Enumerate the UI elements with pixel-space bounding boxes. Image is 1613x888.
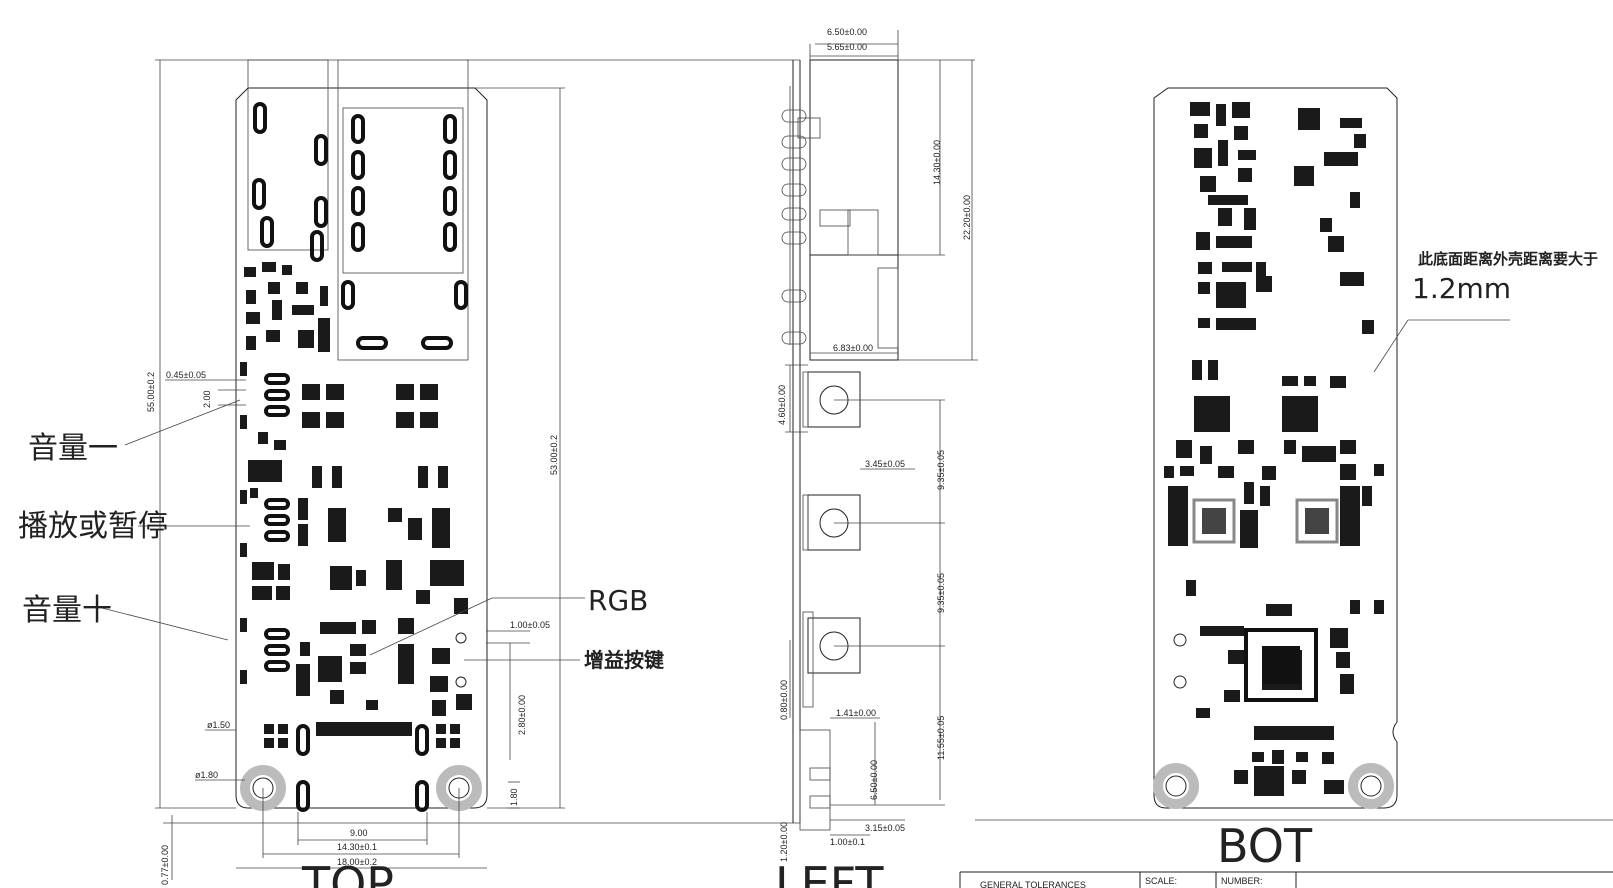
dim-left-3-15: 3.15±0.05 — [865, 823, 905, 833]
dim-1-00: 1.00±0.05 — [510, 620, 550, 630]
dim-0-45: 0.45±0.05 — [166, 370, 206, 380]
title-block-tolerances: GENERAL TOLERANCES — [980, 880, 1086, 888]
top-view: 0.45±0.05 2.00 55.00±0.2 53.00±0.2 1.00±… — [18, 59, 800, 888]
dim-0-77: 0.77±0.00 — [160, 845, 170, 885]
label-bottom-note: 此底面距离外壳距离要大于 — [1418, 250, 1598, 268]
dim-55-00: 55.00±0.2 — [146, 372, 156, 412]
dim-9-00: 9.00 — [350, 828, 368, 838]
dim-left-11-55: 11.55±0.05 — [936, 716, 946, 760]
dim-phi-1-80: ø1.80 — [195, 770, 218, 780]
top-view-title: TOP — [301, 857, 394, 888]
bot-component-pads — [1164, 102, 1384, 796]
top-dimension-lines — [155, 59, 800, 880]
title-block: GENERAL TOLERANCES SCALE: NUMBER: — [959, 819, 1613, 888]
dim-phi-1-50: ø1.50 — [207, 720, 230, 730]
bot-mount-hole-left — [1153, 763, 1199, 809]
dim-left-6-50-b: 6.50±0.00 — [869, 760, 879, 800]
top-oval-holes — [252, 102, 468, 812]
top-jack-inner — [342, 107, 464, 274]
dim-18-00: 18.00±0.2 — [337, 857, 377, 867]
left-pins — [781, 86, 807, 345]
dim-left-1-20: 1.20±0.00 — [779, 822, 789, 862]
dim-left-4-60: 4.60±0.00 — [777, 385, 787, 425]
left-view: 6.50±0.00 5.65±0.00 14.30±0.00 22.20±0.0… — [775, 27, 978, 888]
bot-bga-chips — [1192, 498, 1339, 702]
dim-left-6-50: 6.50±0.00 — [827, 27, 867, 37]
dim-53-00: 53.00±0.2 — [549, 435, 559, 475]
dim-2-00: 2.00 — [202, 390, 212, 408]
dim-14-30: 14.30±0.1 — [337, 842, 377, 852]
title-block-scale: SCALE: — [1145, 876, 1177, 886]
label-volume-down: 音量一 — [28, 431, 118, 466]
top-dimension-texts: 0.45±0.05 2.00 55.00±0.2 53.00±0.2 1.00±… — [146, 370, 559, 885]
dim-left-0-80: 0.80±0.00 — [779, 680, 789, 720]
dim-left-9-35-a: 9.35±0.05 — [936, 450, 946, 490]
bot-board-outline — [1153, 87, 1398, 809]
left-dimension-lines — [785, 30, 978, 836]
left-dimension-texts: 6.50±0.00 5.65±0.00 14.30±0.00 22.20±0.0… — [777, 27, 972, 862]
bot-view-title: BOT — [1217, 819, 1313, 873]
label-bottom-clearance: 1.2mm — [1412, 272, 1511, 305]
title-block-number: NUMBER: — [1221, 876, 1263, 886]
bot-mount-hole-right — [1348, 763, 1394, 809]
dim-left-14-30: 14.30±0.00 — [932, 140, 942, 185]
dim-left-22-20: 22.20±0.00 — [962, 195, 972, 240]
dim-left-6-83: 6.83±0.00 — [833, 343, 873, 353]
dim-left-9-35-b: 9.35±0.05 — [936, 573, 946, 613]
dim-1-80: 1.80 — [509, 788, 519, 806]
dim-2-80: 2.80±0.00 — [517, 695, 527, 735]
top-jack-outline — [337, 59, 469, 361]
dim-left-1-00: 1.00±0.1 — [830, 837, 865, 847]
label-play-pause: 播放或暂停 — [18, 509, 168, 544]
label-rgb: RGB — [588, 584, 648, 617]
top-component-pads — [244, 262, 472, 748]
top-board-outline — [235, 87, 488, 809]
dim-left-1-41: 1.41±0.00 — [836, 708, 876, 718]
label-gain-button: 增益按键 — [584, 648, 664, 672]
top-side-buttons — [240, 362, 290, 684]
bot-view: 此底面距离外壳距离要大于 1.2mm BOT — [1153, 87, 1598, 873]
left-buttons — [802, 371, 861, 708]
dim-left-5-65: 5.65±0.00 — [827, 42, 867, 52]
label-volume-up: 音量十 — [22, 593, 112, 628]
dim-left-3-45: 3.45±0.05 — [865, 459, 905, 469]
left-view-title: LEFT — [775, 857, 884, 888]
